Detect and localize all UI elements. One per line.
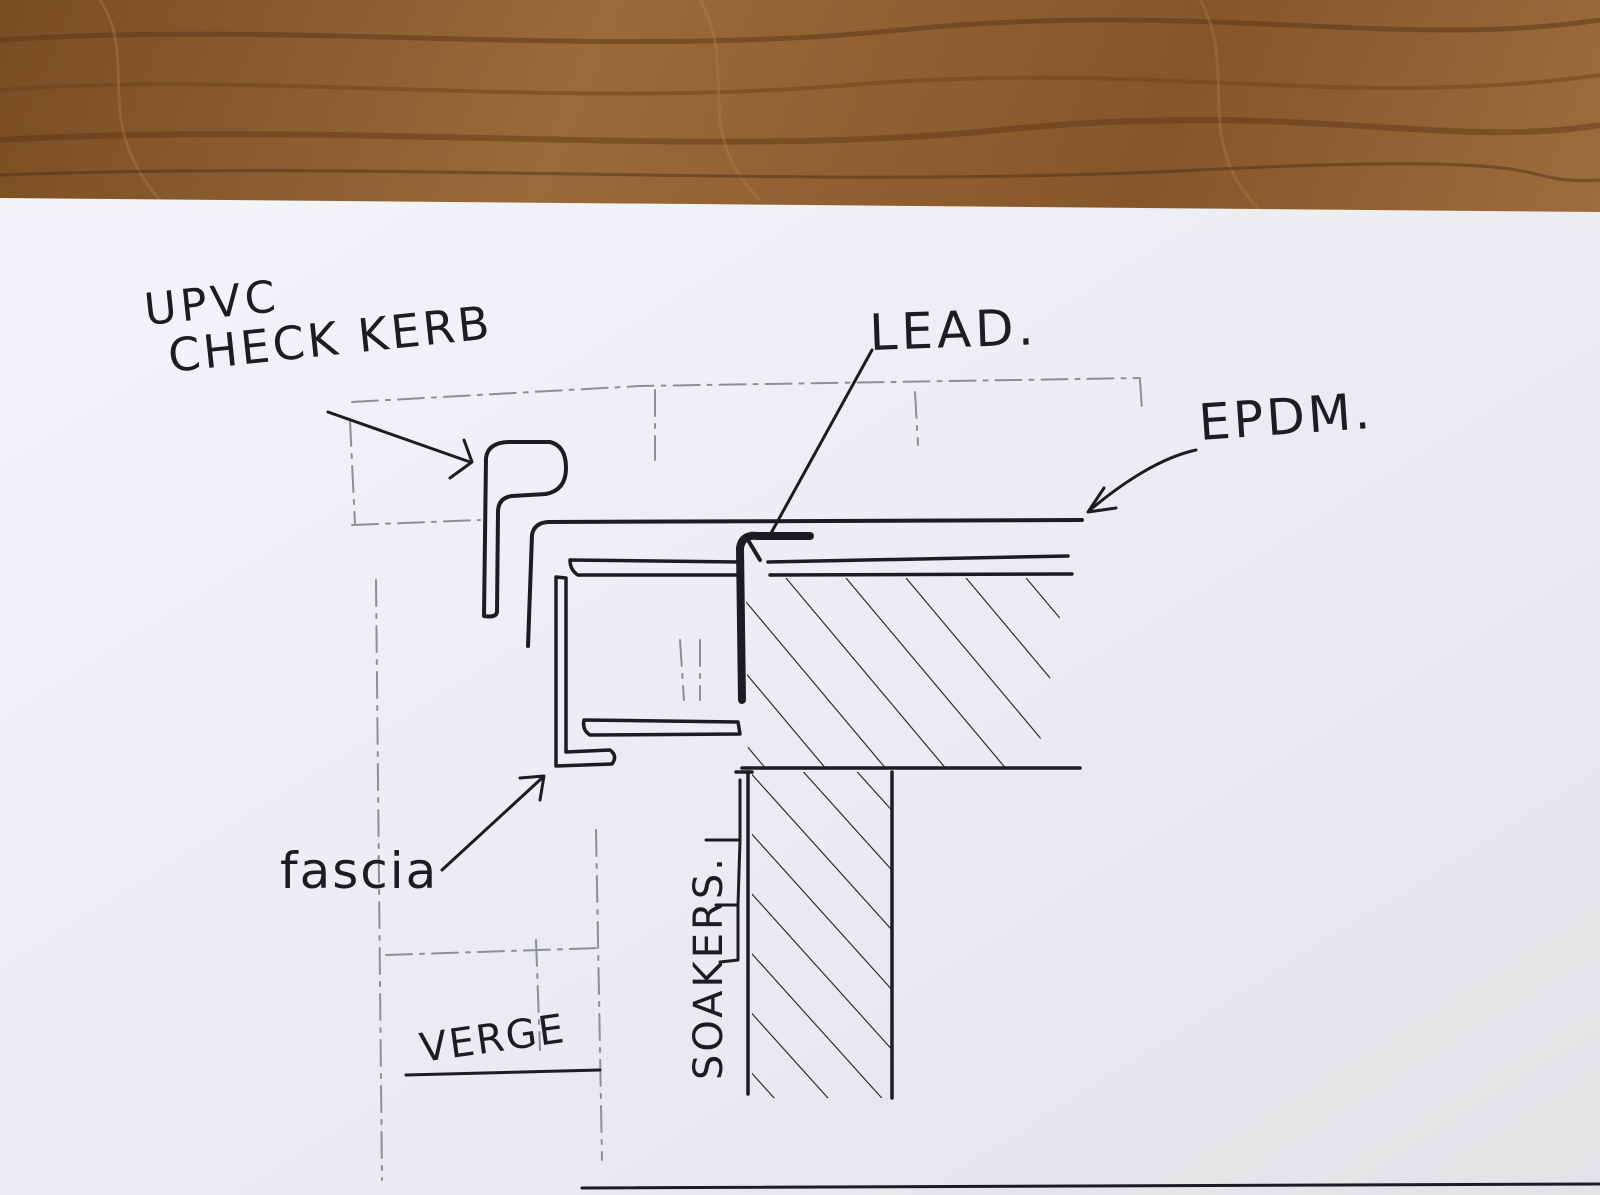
verge-underline: [404, 1068, 602, 1077]
epdm-membrane: [526, 518, 1084, 648]
label-soakers: SOAKERS.: [686, 855, 732, 1080]
label-fascia: fascia: [280, 842, 438, 900]
fascia-board: [554, 575, 617, 768]
base-line: [580, 1182, 1600, 1190]
wall-section: [734, 770, 894, 1100]
label-lead: LEAD.: [868, 298, 1038, 362]
leader-arrows: [326, 348, 1198, 872]
label-epdm: EPDM.: [1197, 382, 1375, 452]
roof-deck-boards: [568, 554, 1074, 737]
pencil-construction-lines: [349, 377, 1143, 1181]
soakers-stepped-line: [704, 778, 742, 964]
lead-flashing: [736, 531, 814, 704]
rafter-section: [740, 578, 1082, 770]
upvc-check-kerb: [482, 440, 568, 619]
